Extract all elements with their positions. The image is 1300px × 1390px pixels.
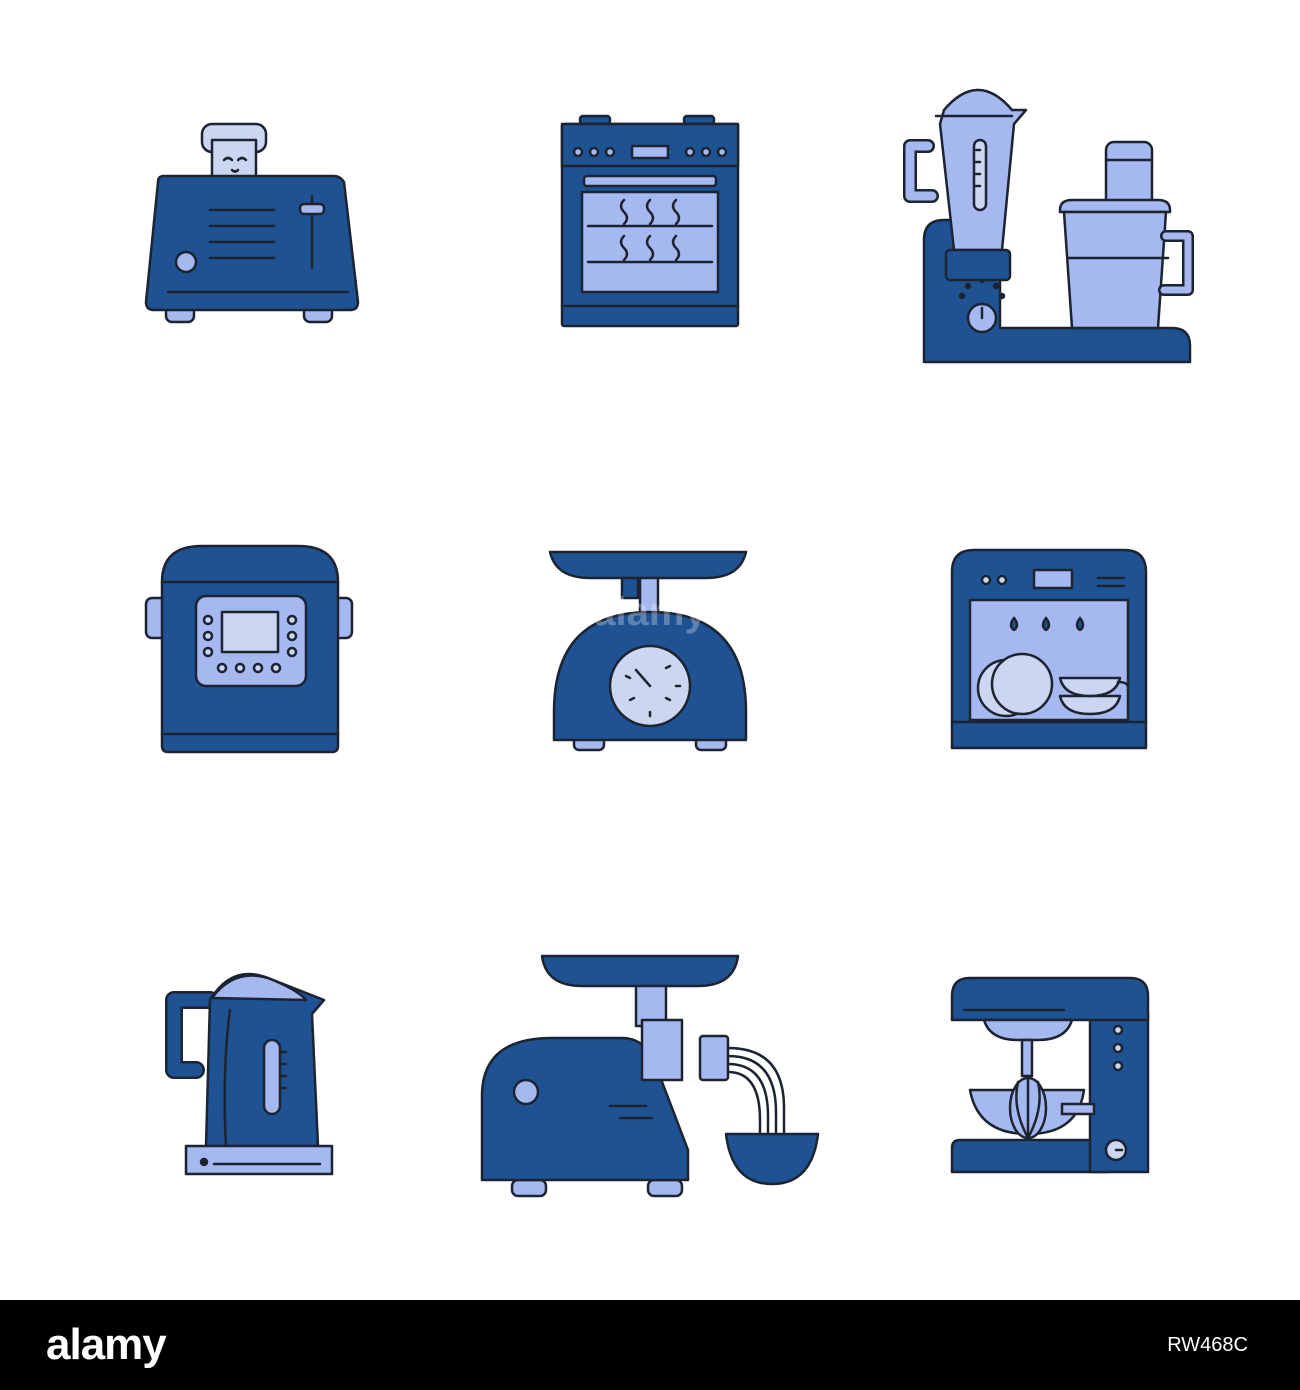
image-code: RW468C (1167, 1334, 1248, 1356)
footer-bar: alamy RW468C (0, 1300, 1300, 1390)
oven-icon (560, 114, 740, 328)
food-processor-icon (903, 88, 1194, 364)
stand-mixer-icon (950, 976, 1150, 1174)
toaster-icon (144, 122, 360, 324)
kitchen-appliance-icon-set (144, 88, 1194, 1198)
kitchen-scale-icon (548, 550, 748, 752)
multicooker-icon (144, 544, 354, 754)
electric-kettle-icon (165, 972, 334, 1176)
alamy-logo: alamy (46, 1320, 167, 1369)
meat-grinder-icon (480, 954, 820, 1198)
dishwasher-icon (950, 548, 1148, 750)
